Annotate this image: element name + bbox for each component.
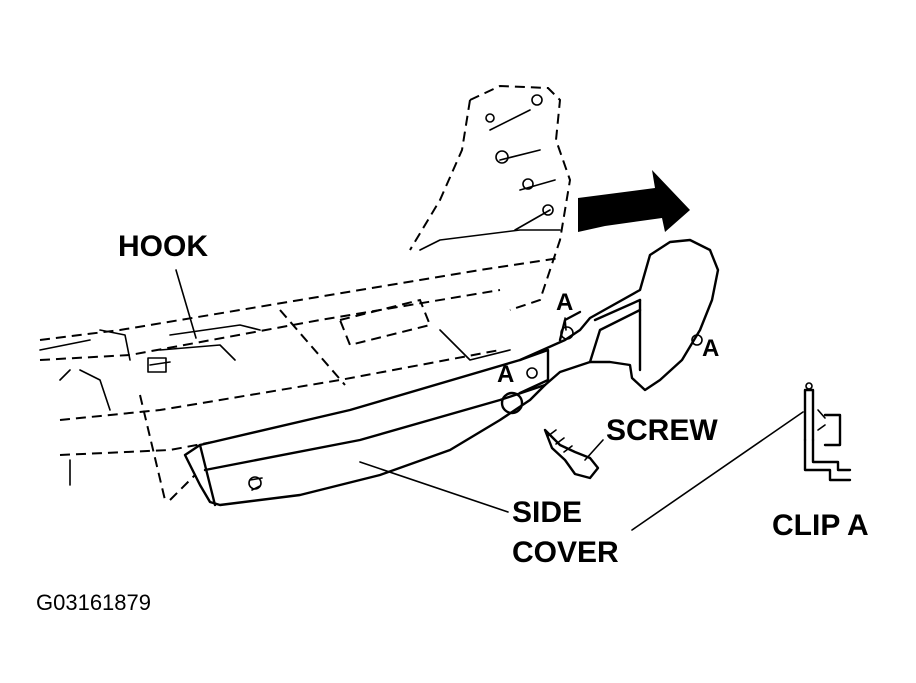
seat-back-bracket (409, 84, 572, 311)
clip-a-label: CLIP A (772, 509, 869, 542)
side-cover-label-line1: SIDE (512, 496, 582, 529)
point-a-mid-label: A (497, 361, 514, 388)
removal-direction-arrow-icon (578, 170, 690, 232)
screw-part (543, 428, 600, 480)
hook-part (147, 324, 261, 373)
clip-a-part (803, 382, 852, 482)
leader-lines (175, 269, 804, 531)
side-cover-label-line2: COVER (512, 536, 619, 569)
hook-label: HOOK (118, 230, 208, 263)
point-a-top-label: A (556, 289, 573, 316)
seat-rail (39, 229, 561, 501)
screw-label: SCREW (606, 414, 718, 447)
figure-code: G03161879 (36, 590, 151, 615)
point-a-right-label: A (702, 335, 719, 362)
side-cover (183, 238, 720, 507)
